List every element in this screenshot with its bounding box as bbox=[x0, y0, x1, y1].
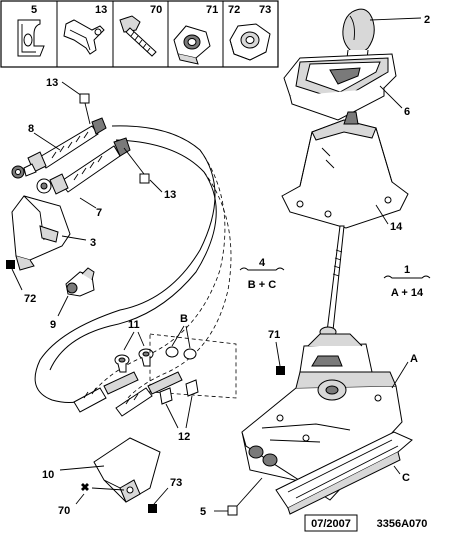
base-plate bbox=[275, 431, 413, 515]
callout-14: 14 bbox=[390, 221, 403, 233]
callout-13-top: 13 bbox=[46, 77, 58, 89]
leader-13-mid-b bbox=[149, 179, 163, 193]
leader-C bbox=[393, 465, 401, 475]
callout-12: 12 bbox=[178, 431, 190, 443]
formula-4: 4 B + C bbox=[239, 257, 285, 291]
leader-70 bbox=[75, 493, 85, 505]
hex-nut-icon bbox=[229, 23, 271, 61]
open-square-marker bbox=[139, 173, 150, 184]
leader-14 bbox=[375, 204, 389, 225]
footer-reference: 3356A070 bbox=[377, 518, 428, 530]
leader-70-cross bbox=[91, 487, 125, 491]
clip-9 bbox=[65, 267, 95, 297]
leader-6 bbox=[379, 85, 403, 109]
leader-12-a bbox=[165, 403, 179, 429]
legend-label-71: 71 bbox=[206, 4, 218, 16]
square-nut-icon bbox=[173, 25, 211, 65]
leader-8 bbox=[33, 132, 61, 151]
clip-icon bbox=[17, 19, 45, 57]
filled-square-marker bbox=[276, 366, 285, 375]
legend-label-73: 73 bbox=[259, 4, 271, 16]
bush-11-right bbox=[138, 348, 154, 367]
leader-71 bbox=[275, 341, 281, 367]
bush-11-left bbox=[114, 354, 130, 373]
leader-12-b bbox=[185, 395, 193, 429]
bush-B-left bbox=[165, 346, 179, 358]
leader-9 bbox=[57, 295, 69, 317]
cross-marker: ✖ bbox=[80, 482, 89, 494]
leader-11-a bbox=[123, 331, 135, 351]
cable-end-7 bbox=[36, 137, 131, 195]
leader-13-top-b bbox=[84, 102, 91, 125]
cable-sleeves bbox=[73, 371, 183, 417]
leader-5-b bbox=[236, 477, 263, 507]
leader-11-b bbox=[137, 331, 145, 347]
open-square-marker bbox=[79, 93, 90, 104]
callout-A: A bbox=[410, 353, 418, 365]
callout-6: 6 bbox=[404, 106, 410, 118]
bracket-10 bbox=[93, 437, 161, 503]
formula-4-bottom: B + C bbox=[248, 279, 276, 291]
callout-71: 71 bbox=[268, 329, 280, 341]
callout-7: 7 bbox=[96, 207, 102, 219]
formula-1-bottom: A + 14 bbox=[391, 287, 424, 299]
selector-housing bbox=[241, 333, 403, 501]
callout-8: 8 bbox=[28, 123, 34, 135]
callout-13-mid: 13 bbox=[164, 189, 176, 201]
leader-B-b bbox=[185, 325, 191, 349]
shift-lever-rod bbox=[315, 225, 345, 351]
formula-1: 1 A + 14 bbox=[383, 264, 431, 299]
leader-B-a bbox=[171, 325, 185, 347]
legend-label-5: 5 bbox=[31, 4, 37, 16]
legend-strip: 5 13 70 71 72 73 bbox=[0, 0, 279, 68]
leader-7 bbox=[79, 197, 97, 209]
callout-72: 72 bbox=[24, 293, 36, 305]
callout-9: 9 bbox=[50, 319, 56, 331]
formula-1-top: 1 bbox=[404, 264, 410, 276]
callout-73: 73 bbox=[170, 477, 182, 489]
leader-2 bbox=[369, 17, 422, 21]
leader-72 bbox=[11, 268, 23, 291]
leader-13-mid bbox=[123, 147, 145, 175]
leader-13-top bbox=[61, 81, 83, 97]
zone-B-outline bbox=[149, 333, 237, 399]
cable-end-8 bbox=[11, 117, 107, 179]
screw-icon bbox=[119, 15, 157, 57]
leader-3 bbox=[61, 235, 87, 241]
legend-label-72: 72 bbox=[228, 4, 240, 16]
leader-73 bbox=[153, 487, 169, 505]
callout-C: C bbox=[402, 472, 410, 484]
open-square-marker bbox=[227, 505, 238, 516]
gaiter-boot bbox=[283, 53, 397, 121]
gear-cables bbox=[34, 125, 232, 403]
inner-boot bbox=[281, 111, 409, 229]
footer-date: 07/2007 bbox=[311, 518, 351, 530]
clips-12 bbox=[159, 379, 199, 405]
callout-5: 5 bbox=[200, 506, 206, 518]
bracket-3 bbox=[11, 195, 71, 271]
callout-70: 70 bbox=[58, 505, 70, 517]
bracket-clip-icon bbox=[63, 19, 105, 55]
callout-B: B bbox=[180, 313, 188, 325]
callout-11: 11 bbox=[128, 319, 140, 331]
callout-3: 3 bbox=[90, 237, 96, 249]
filled-square-marker bbox=[6, 260, 15, 269]
callout-10: 10 bbox=[42, 469, 54, 481]
footer-date-box bbox=[304, 514, 358, 532]
leader-A bbox=[391, 361, 409, 389]
filled-square-marker bbox=[148, 504, 157, 513]
legend-label-70: 70 bbox=[150, 4, 162, 16]
legend-label-13: 13 bbox=[95, 4, 107, 16]
leader-10 bbox=[59, 465, 105, 471]
callout-2: 2 bbox=[424, 14, 430, 26]
bush-B-right bbox=[183, 348, 197, 360]
formula-4-top: 4 bbox=[259, 257, 266, 269]
